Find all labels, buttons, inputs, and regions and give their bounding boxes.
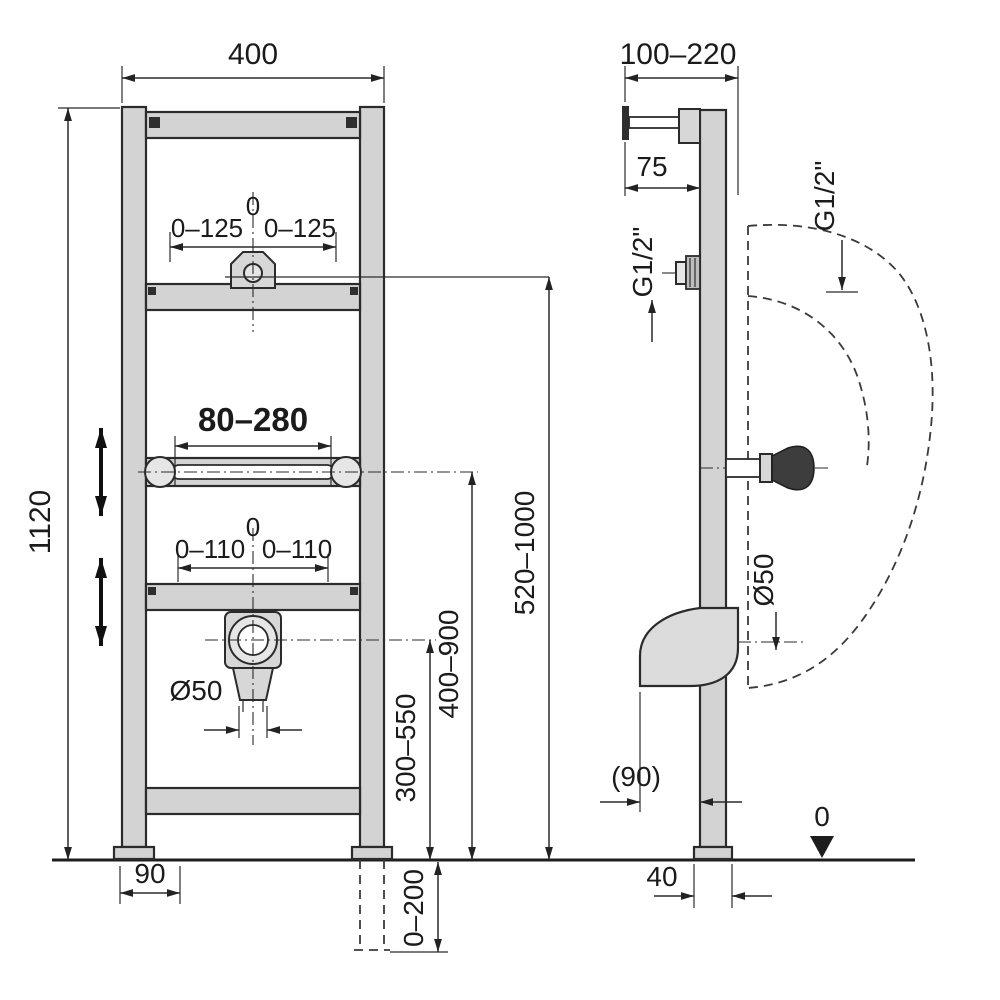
outlet-offset-label: (90) — [611, 761, 661, 792]
depth-range-label: 100–220 — [620, 38, 737, 71]
valve-body — [771, 445, 815, 491]
dim-frame-height: 1120 — [24, 107, 120, 860]
dim-outlet-offset: (90) — [600, 692, 742, 812]
drain-height-label: 300–550 — [390, 693, 421, 802]
dim-drain-offset: 0 0–110 0–110 — [175, 512, 332, 582]
top-crossbar — [144, 110, 362, 140]
dim-rail-range: 80–280 — [174, 401, 332, 486]
flush-valve-side — [700, 445, 830, 491]
inlet-pipe — [628, 116, 680, 129]
water-rail-clip-right — [350, 287, 358, 295]
inlet-connector — [678, 108, 701, 144]
dim-below-floor: 0–200 — [354, 860, 448, 953]
dim-inlet-offset: 75 — [624, 142, 700, 196]
dim-drain-diameter-side: Ø50 — [748, 554, 780, 650]
drain-offset-right-label: 0–110 — [262, 534, 332, 564]
dim-frame-width: 400 — [121, 38, 385, 103]
dim-thread-wall: G1/2" — [809, 161, 858, 293]
dim-flush-height: 520–1000 — [509, 277, 553, 860]
dim-foot-offset: 90 — [119, 858, 181, 904]
urinal-outline — [747, 224, 934, 689]
valve-fitting — [759, 453, 773, 483]
valve-pipe — [725, 458, 761, 478]
thread-front-label: G1/2" — [627, 227, 658, 298]
floor-level-triangle-icon — [810, 836, 834, 858]
right-foot-plate — [350, 845, 394, 861]
drain-diameter-side-label: Ø50 — [748, 554, 779, 607]
flush-thread-fitting — [662, 255, 701, 290]
drain-assembly-front — [205, 528, 436, 745]
water-offset-left-label: 0–125 — [171, 213, 243, 243]
right-post — [358, 105, 386, 849]
flush-height-label: 520–1000 — [509, 491, 540, 616]
dim-width-label: 400 — [228, 38, 278, 71]
floor-zero-label: 0 — [814, 801, 830, 832]
foot-offset-label: 90 — [134, 858, 165, 889]
side-foot-label: 40 — [646, 861, 677, 892]
dim-height-label: 1120 — [24, 490, 57, 555]
drain-rail-clip-left — [148, 587, 156, 595]
top-bolt-left — [149, 117, 160, 128]
dim-drain-diameter-front: Ø50 — [170, 675, 302, 738]
side-view-frame — [622, 106, 734, 861]
drain-offset-left-label: 0–110 — [175, 534, 245, 564]
dim-water-offset: 0 0–125 0–125 — [169, 191, 337, 262]
left-foot-plate — [112, 845, 156, 861]
dim-drain-height: 300–550 — [390, 640, 434, 860]
drain-zero-label: 0 — [246, 512, 260, 542]
drain-elbow-side — [638, 606, 806, 688]
dim-thread-front: G1/2" — [627, 227, 658, 342]
rail-height-label: 400–900 — [433, 609, 464, 718]
side-foot-plate — [692, 845, 734, 861]
water-connection-front — [225, 192, 549, 332]
side-post — [698, 108, 728, 849]
water-offset-right-label: 0–125 — [264, 213, 336, 243]
drain-diameter-label: Ø50 — [170, 675, 223, 706]
water-zero-label: 0 — [246, 191, 260, 221]
fitting-collar — [675, 261, 687, 285]
urinal-bowl-profile — [747, 224, 934, 689]
dim-side-foot: 40 — [646, 861, 772, 908]
dim-depth-range: 100–220 — [620, 38, 739, 195]
thread-wall-label: G1/2" — [809, 161, 840, 232]
rail-range-label: 80–280 — [198, 401, 308, 438]
water-rail-clip-left — [148, 287, 156, 295]
dim-rail-height: 400–900 — [433, 472, 476, 860]
urinal-inner-contour — [747, 295, 870, 467]
left-post — [120, 105, 148, 849]
inlet-offset-label: 75 — [636, 151, 667, 182]
drain-rail-clip-right — [350, 587, 358, 595]
fitting-nut — [685, 255, 701, 290]
floor-level-marker: 0 — [810, 801, 834, 858]
inlet-tee — [622, 106, 629, 140]
below-floor-label: 0–200 — [398, 869, 429, 947]
bottom-rail — [144, 786, 362, 816]
top-bolt-right — [346, 117, 357, 128]
elbow-body — [638, 606, 740, 688]
